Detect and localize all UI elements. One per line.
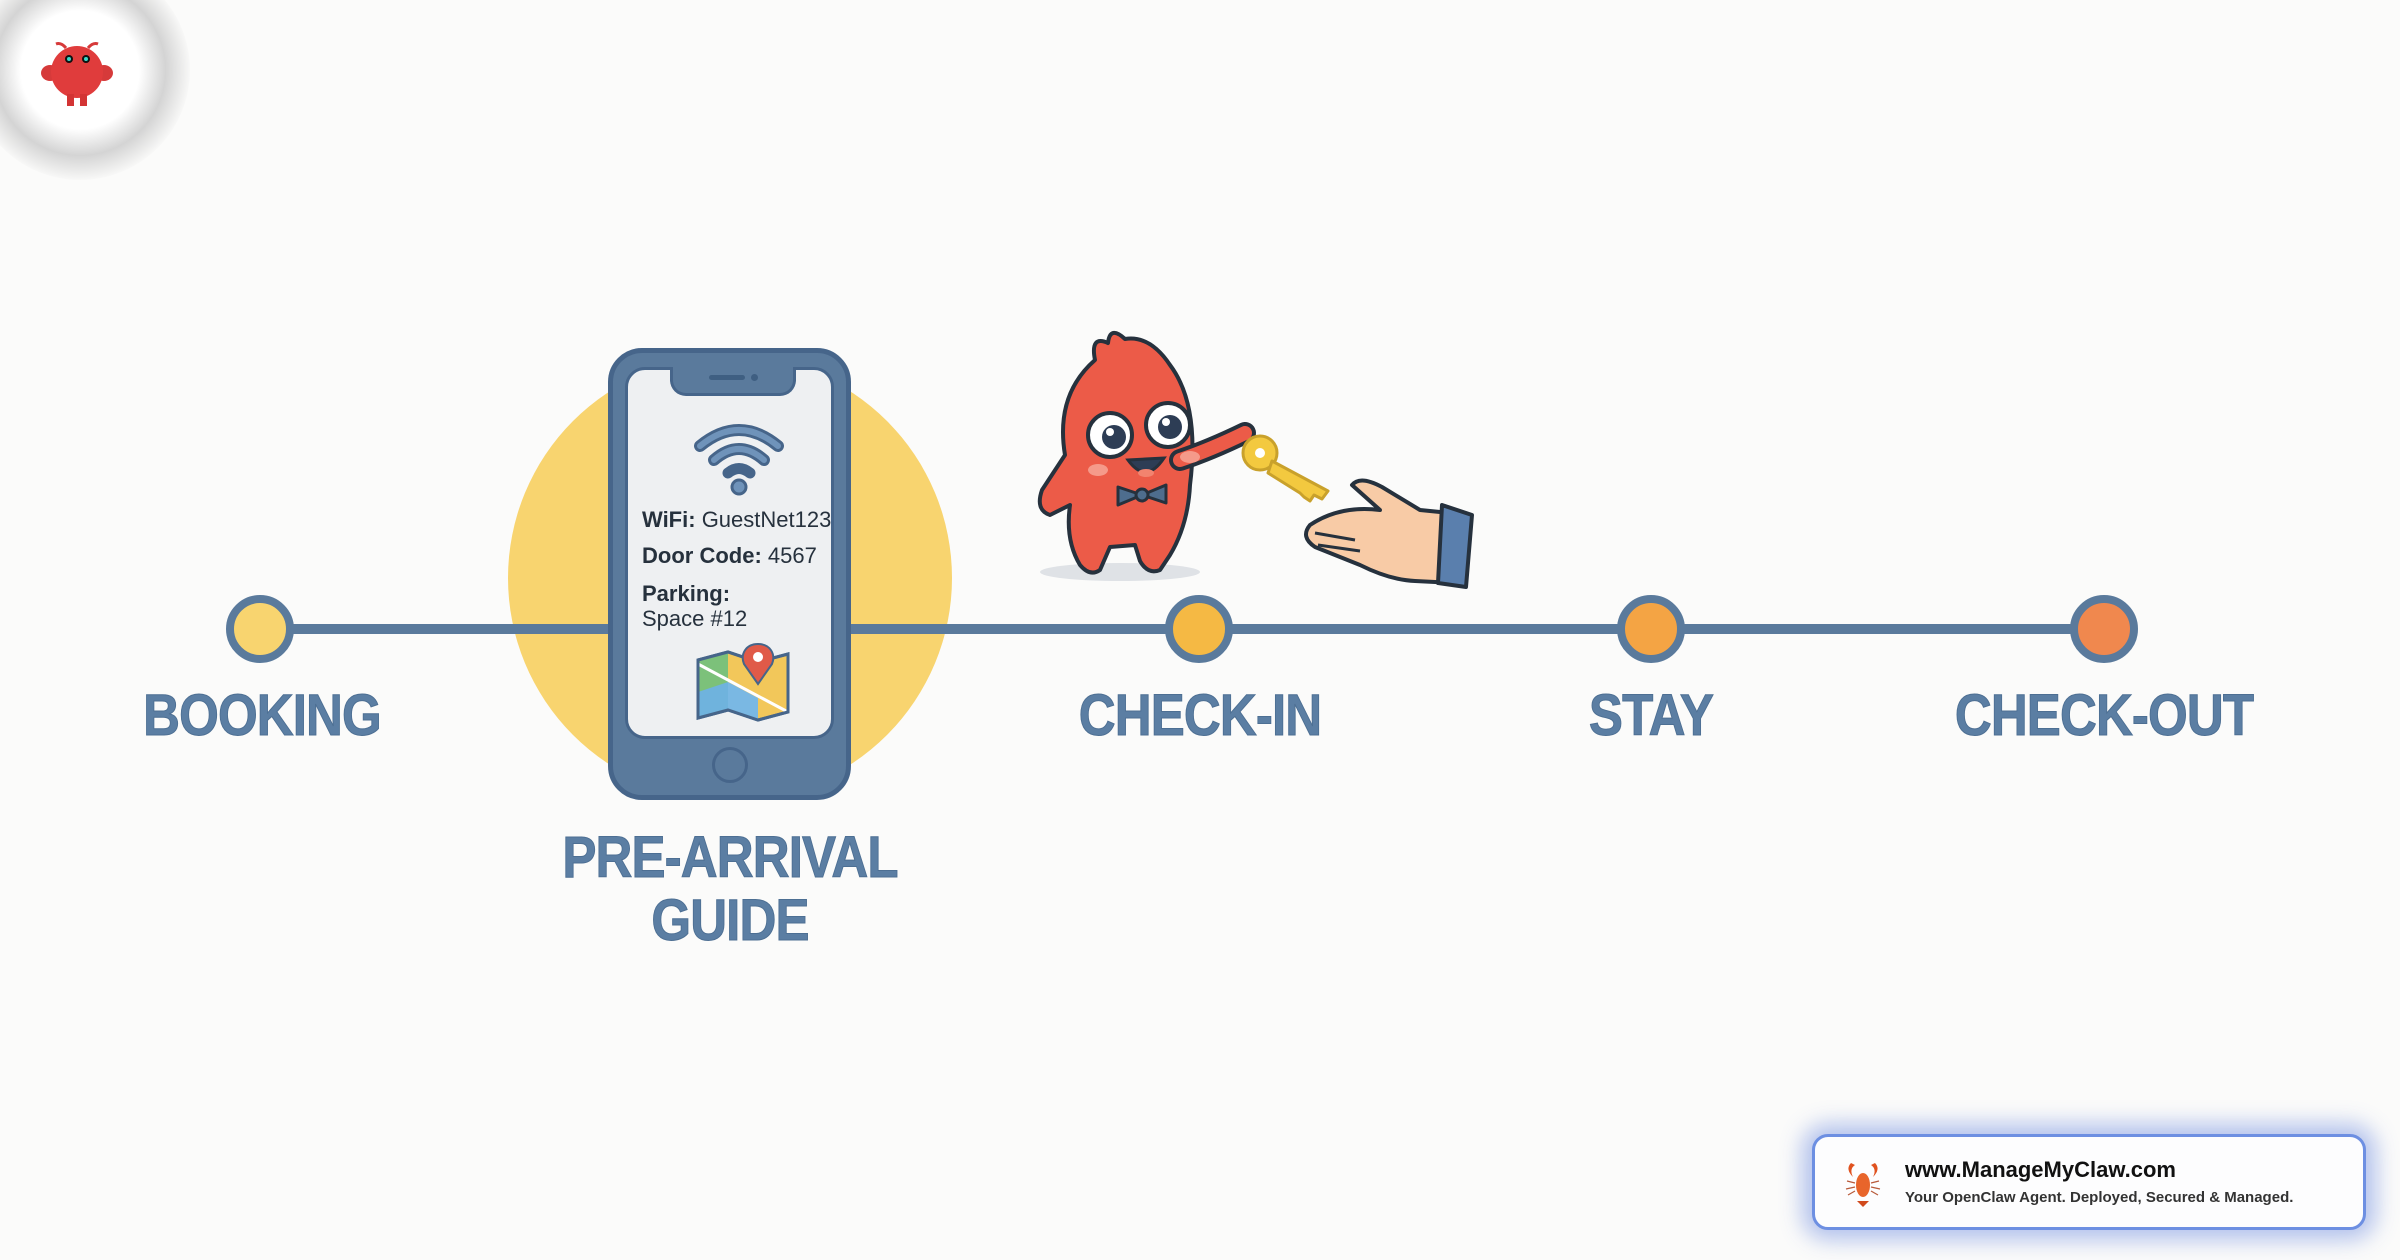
parking-label: Parking: [642, 581, 731, 606]
stay-node[interactable] [1617, 595, 1685, 663]
booking-label: BOOKING [143, 683, 382, 749]
red-robot-mascot-icon [41, 42, 113, 106]
booking-node[interactable] [226, 595, 294, 663]
wifi-info: WiFi: GuestNet123 [642, 507, 831, 533]
phone-illustration: WiFi: GuestNet123 Door Code: 4567 Parkin… [608, 348, 851, 800]
lobster-icon [1845, 1163, 1881, 1207]
gold-key-icon [1241, 434, 1330, 503]
wifi-label: WiFi: [642, 507, 696, 532]
map-pin-icon [696, 642, 790, 722]
door-code-label: Door Code: [642, 543, 762, 568]
phone-home-button [711, 747, 748, 783]
footer-brand-card[interactable]: www.ManageMyClaw.com Your OpenClaw Agent… [1812, 1134, 2366, 1230]
phone-screen: WiFi: GuestNet123 Door Code: 4567 Parkin… [625, 367, 834, 739]
stay-label: STAY [1588, 683, 1714, 749]
receiving-hand-icon [1304, 478, 1474, 589]
door-code-value: 4567 [767, 543, 817, 568]
check-in-node[interactable] [1165, 595, 1233, 663]
check-in-label: CHECK-IN [1078, 683, 1322, 749]
phone-notch [669, 367, 796, 396]
wifi-icon [694, 424, 784, 496]
check-out-label: CHECK-OUT [1954, 683, 2254, 749]
pre-arrival-label-line2: GUIDE [651, 888, 810, 954]
footer-title[interactable]: www.ManageMyClaw.com [1905, 1157, 2176, 1182]
footer-subtitle: Your OpenClaw Agent. Deployed, Secured &… [1905, 1189, 2294, 1206]
wifi-value: GuestNet123 [701, 507, 832, 532]
door-code-info: Door Code: 4567 [642, 543, 817, 569]
mascot-icon [1037, 331, 1256, 575]
parking-value: Space #12 [642, 606, 748, 631]
mascot-handing-key-illustration [1037, 331, 1474, 589]
pre-arrival-label-line1: PRE-ARRIVAL [562, 825, 899, 891]
check-out-node[interactable] [2070, 595, 2138, 663]
parking-label-line: Parking: [642, 581, 730, 607]
